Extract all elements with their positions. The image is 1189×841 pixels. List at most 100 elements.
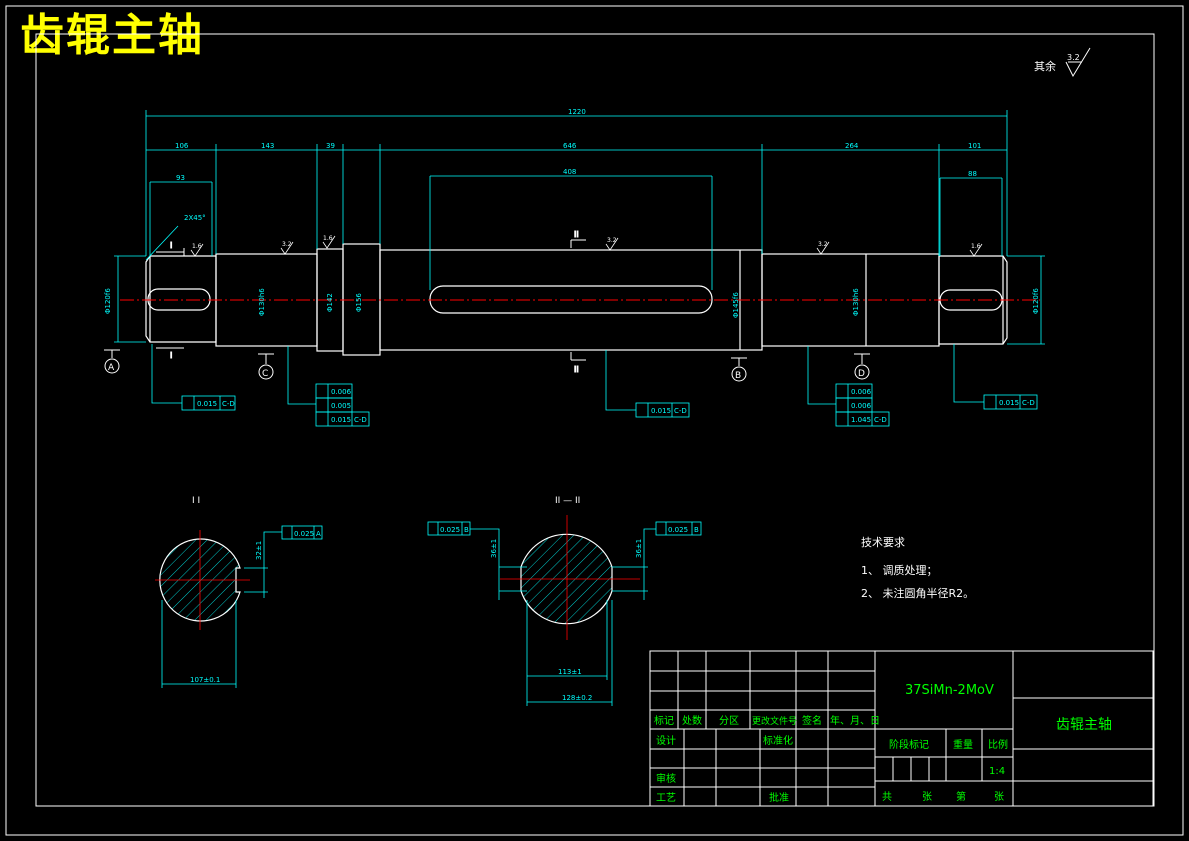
drawing-title: 齿辊主轴 [20, 10, 204, 61]
datum-markers [104, 349, 870, 382]
svg-text:D: D [858, 369, 865, 379]
dim-total: 1220 [568, 108, 586, 116]
tech-item-1: 1、 调质处理； [861, 564, 938, 577]
dim-seg3: 39 [326, 142, 335, 150]
svg-text:B: B [694, 526, 699, 534]
inner-border [35, 33, 1155, 807]
svg-text:阶段标记: 阶段标记 [889, 738, 929, 751]
svg-text:更改文件号: 更改文件号 [752, 715, 797, 727]
svg-text:0.006: 0.006 [851, 388, 872, 396]
svg-text:A: A [316, 530, 321, 538]
svg-text:重量: 重量 [953, 738, 973, 751]
dia-2: Φ130h6 [258, 288, 266, 316]
part-name: 齿辊主轴 [1056, 717, 1112, 733]
svg-text:C-D: C-D [674, 407, 687, 415]
svg-text:处数: 处数 [682, 714, 702, 727]
dim-seg6: 101 [968, 142, 981, 150]
svg-text:I: I [170, 241, 172, 250]
svg-text:0.015: 0.015 [197, 400, 217, 408]
svg-text:3.2: 3.2 [282, 241, 292, 248]
svg-text:0.006: 0.006 [331, 388, 352, 396]
svg-text:0.025: 0.025 [294, 530, 314, 538]
svg-text:0.015: 0.015 [651, 407, 671, 415]
section-2-title: II — II [555, 496, 580, 506]
svg-text:1.6: 1.6 [192, 243, 202, 250]
svg-text:张: 张 [994, 791, 1004, 803]
dim-key-left: 93 [176, 174, 185, 182]
svg-text:0.015: 0.015 [331, 416, 351, 424]
datum-letters: A C B D [108, 363, 865, 381]
svg-text:C: C [262, 369, 268, 379]
dia-5: Φ145f6 [732, 292, 740, 318]
svg-text:1.6: 1.6 [323, 235, 333, 242]
svg-text:0.006: 0.006 [851, 402, 872, 410]
svg-text:年、月、日: 年、月、日 [830, 714, 880, 727]
svg-text:36±1: 36±1 [490, 539, 498, 558]
svg-text:1.045: 1.045 [851, 416, 871, 424]
svg-text:张: 张 [922, 791, 932, 803]
dimension-texts: 1220 106 143 39 646 264 101 93 408 88 2X… [175, 108, 981, 222]
dia-4: Φ156 [355, 293, 363, 312]
svg-text:签名: 签名 [802, 714, 822, 727]
dim-key-mid: 408 [563, 168, 576, 176]
section-2: II — II 113±1 128±0.2 36±1 36±1 0.025 B … [427, 496, 702, 706]
svg-text:B: B [464, 526, 469, 534]
diameter-labels: Φ120f6 Φ130h6 Φ142 Φ156 Φ145f6 Φ130h6 Φ1… [104, 288, 1040, 318]
tech-heading: 技术要求 [861, 536, 905, 549]
dia-6: Φ130h6 [852, 288, 860, 316]
dim-seg2: 143 [261, 142, 274, 150]
dim-seg4: 646 [563, 142, 577, 150]
title-block [649, 650, 1154, 807]
svg-text:标记: 标记 [654, 715, 674, 727]
svg-text:0.005: 0.005 [331, 402, 351, 410]
dia-7: Φ120f6 [1032, 288, 1040, 314]
title-block-text: 37SiMn-2MoV 齿辊主轴 标记 处数 分区 更改文件号 签名 年、月、日… [654, 683, 1112, 804]
svg-text:0.015: 0.015 [999, 399, 1019, 407]
svg-text:32±1: 32±1 [255, 541, 263, 560]
svg-text:C-D: C-D [222, 400, 235, 408]
svg-text:工艺: 工艺 [656, 792, 676, 804]
tech-item-2: 2、 未注圆角半径R2。 [861, 586, 974, 600]
svg-text:C-D: C-D [1022, 399, 1035, 407]
svg-text:107±0.1: 107±0.1 [190, 676, 220, 684]
svg-text:0.025: 0.025 [668, 526, 688, 534]
svg-text:B: B [735, 371, 741, 381]
dimension-lines [114, 110, 1045, 345]
gdt-leaders [151, 344, 1038, 427]
svg-text:比例: 比例 [988, 738, 1008, 751]
dia-3: Φ142 [326, 293, 334, 312]
svg-text:0.025: 0.025 [440, 526, 460, 534]
tech-requirements: 技术要求 1、 调质处理； 2、 未注圆角半径R2。 [861, 536, 974, 600]
section-1-title: I I [192, 496, 200, 506]
svg-text:第: 第 [956, 790, 966, 803]
svg-text:标准化: 标准化 [763, 734, 793, 747]
outer-border [5, 5, 1184, 836]
svg-text:审核: 审核 [656, 772, 676, 785]
roughness-note: 其余 3.2 [1034, 47, 1091, 78]
svg-text:II: II [574, 230, 579, 239]
svg-text:128±0.2: 128±0.2 [562, 694, 592, 702]
svg-text:113±1: 113±1 [558, 668, 582, 676]
section-markers: I I II II [156, 230, 586, 375]
roughness-mark-values: 1.6 3.2 1.6 3.2 3.2 1.6 [192, 235, 981, 250]
svg-text:36±1: 36±1 [635, 539, 643, 558]
svg-text:C-D: C-D [874, 416, 887, 424]
svg-text:3.2: 3.2 [607, 237, 617, 244]
svg-text:3.2: 3.2 [818, 241, 828, 248]
dia-1: Φ120f6 [104, 288, 112, 314]
material: 37SiMn-2MoV [905, 683, 994, 698]
svg-text:共: 共 [882, 791, 892, 803]
dim-chamfer: 2X45° [184, 214, 206, 222]
svg-text:分区: 分区 [719, 715, 739, 727]
svg-text:设计: 设计 [656, 734, 676, 747]
svg-text:I: I [170, 351, 172, 360]
dim-seg1: 106 [175, 142, 189, 150]
svg-text:1:4: 1:4 [989, 766, 1005, 777]
dim-seg5: 264 [845, 142, 859, 150]
svg-text:A: A [108, 363, 115, 373]
roughness-value: 3.2 [1067, 53, 1080, 62]
roughness-prefix: 其余 [1034, 59, 1056, 73]
section-1: I I 107±0.1 32±1 0.025 A [155, 496, 323, 688]
